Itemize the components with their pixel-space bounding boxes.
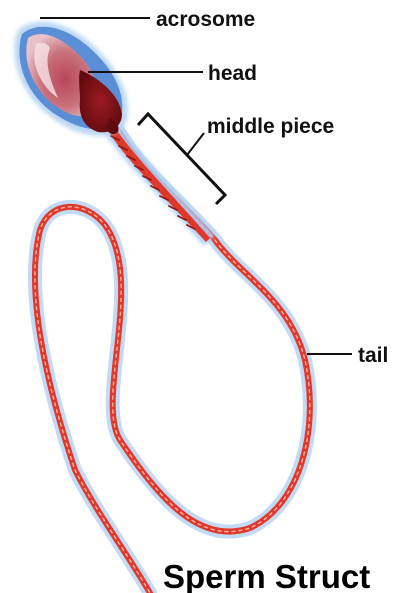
label-tail-group: tail <box>307 344 388 367</box>
diagram-title: Sperm Struct <box>163 558 370 593</box>
label-acrosome: acrosome <box>156 8 255 31</box>
label-head: head <box>208 62 257 85</box>
label-middle-piece: middle piece <box>207 115 334 138</box>
label-acrosome-group: acrosome <box>40 8 255 31</box>
label-tail: tail <box>358 344 388 367</box>
leader-line-middle-piece <box>187 133 204 155</box>
